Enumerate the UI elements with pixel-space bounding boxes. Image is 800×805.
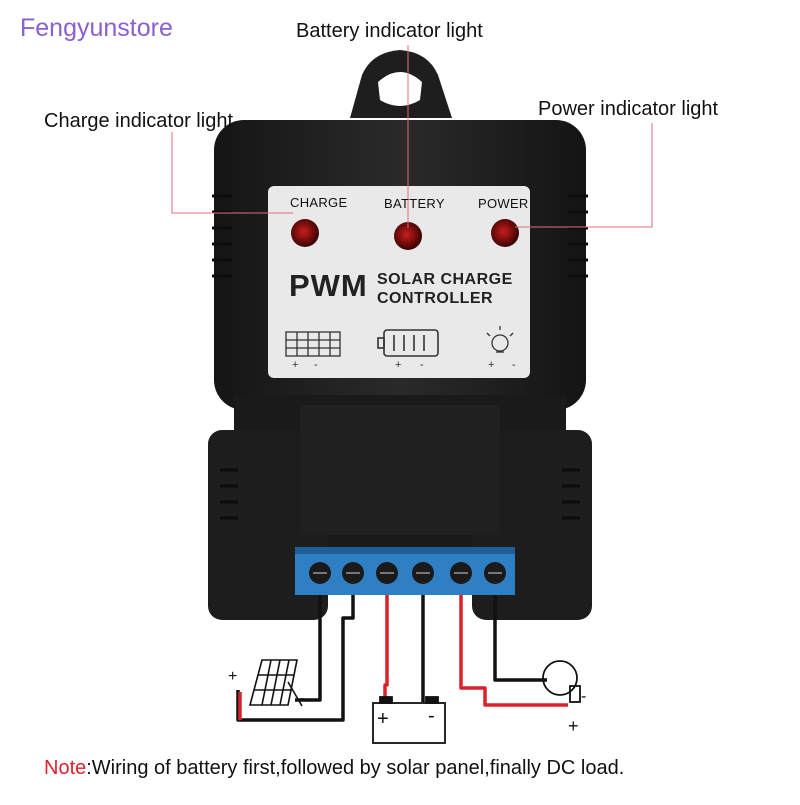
front-panel <box>268 186 530 378</box>
solar-plus-mark: + <box>228 668 238 685</box>
power-led <box>491 219 519 247</box>
title-line-1: SOLAR CHARGE <box>377 271 513 288</box>
battery-positive-wire <box>383 595 389 702</box>
solar-panel-drawing <box>248 659 303 707</box>
terminal-block <box>295 547 515 595</box>
solar-positive-wire-black <box>236 595 355 722</box>
svg-text:+: + <box>488 359 494 371</box>
callout-leaders <box>171 45 653 228</box>
svg-text:-: - <box>512 359 516 371</box>
battery-label: BATTERY <box>384 196 445 211</box>
charge-label: CHARGE <box>290 195 348 210</box>
battery-led <box>394 222 422 250</box>
wiring-note: Note:Wiring of battery first,followed by… <box>44 757 624 780</box>
store-watermark: Fengyunstore <box>20 14 173 42</box>
svg-text:+: + <box>292 359 298 371</box>
brand-pwm: PWM <box>289 268 368 303</box>
svg-text:+: + <box>395 359 401 371</box>
title-line-2: CONTROLLER <box>377 290 494 307</box>
power-indicator-callout: Power indicator light <box>538 98 719 120</box>
battery-drawing <box>372 696 446 744</box>
power-label: POWER <box>478 196 529 211</box>
battery-minus-mark: - <box>428 705 435 727</box>
charge-indicator-callout: Charge indicator light <box>44 110 233 132</box>
solar-panel-icon <box>285 331 341 357</box>
battery-indicator-callout: Battery indicator light <box>296 20 483 42</box>
terminal-screws <box>309 562 506 584</box>
load-minus-mark: - <box>581 688 587 705</box>
battery-plus-mark: + <box>377 708 389 730</box>
solar-negative-wire <box>295 595 322 702</box>
bulb-icon <box>486 326 514 353</box>
svg-text:-: - <box>420 359 424 371</box>
note-prefix: Note <box>44 757 87 779</box>
battery-icon <box>377 329 439 357</box>
panel-polarity-marks: + - + - + - <box>292 359 516 371</box>
svg-text:-: - <box>314 359 318 371</box>
charge-led <box>291 219 319 247</box>
load-positive-wire <box>459 595 568 707</box>
note-text: :Wiring of battery first,followed by sol… <box>86 757 625 779</box>
solar-minus-mark: - <box>300 690 306 707</box>
load-negative-wire <box>493 595 547 682</box>
wiring <box>236 595 568 722</box>
bulb-drawing <box>542 660 581 703</box>
hanging-tab <box>350 50 452 118</box>
load-plus-mark: + <box>568 716 579 736</box>
